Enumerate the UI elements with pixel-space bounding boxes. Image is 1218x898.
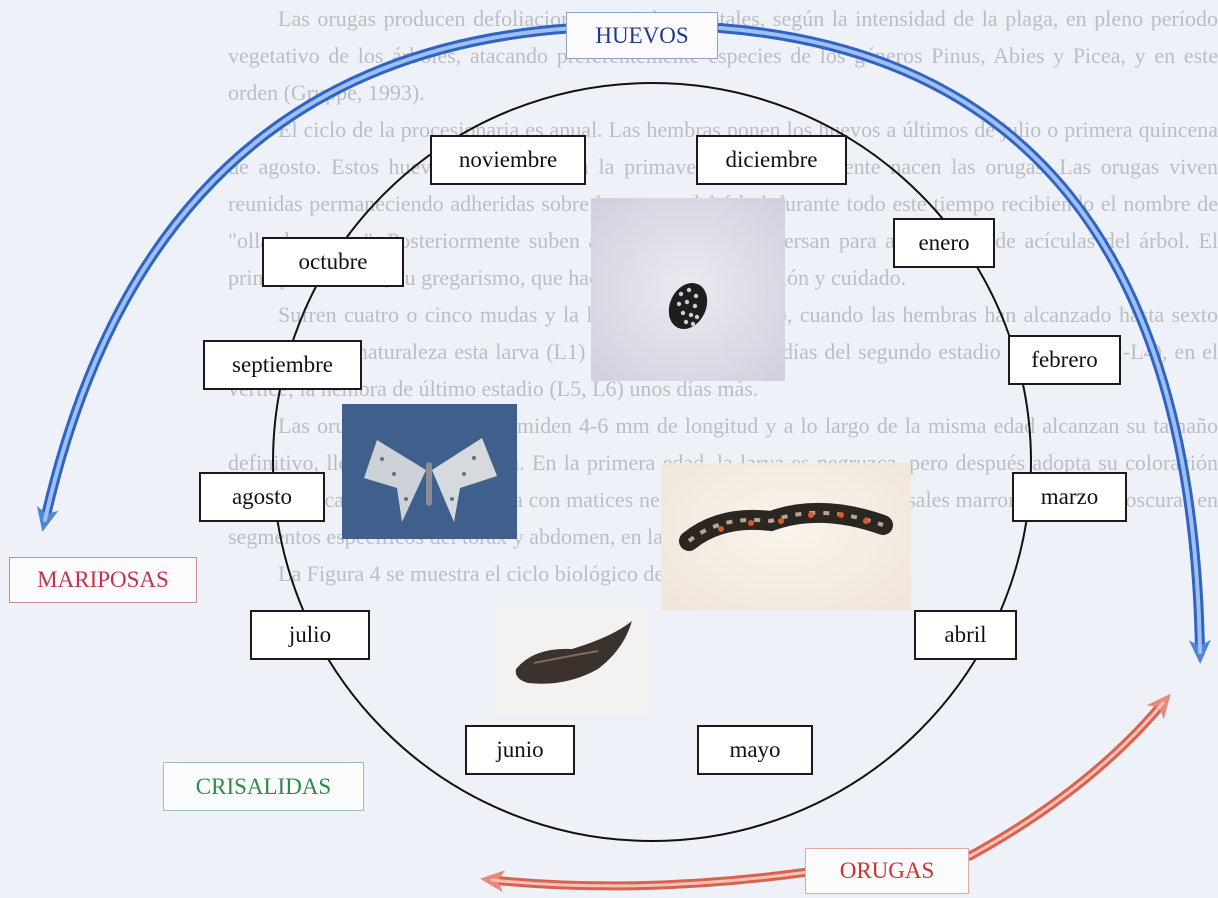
stage-label-eggs: HUEVOS <box>566 12 718 59</box>
stage-label-butterflies: MARIPOSAS <box>9 557 197 603</box>
month-box-february: febrero <box>1008 335 1121 385</box>
caterpillar-photo <box>661 463 911 610</box>
stage-label-chrysalises: CRISALIDAS <box>163 762 364 811</box>
month-box-april: abril <box>914 610 1017 660</box>
moth-icon <box>342 404 517 539</box>
egg-cluster-photo <box>591 198 785 381</box>
month-box-january: enero <box>893 218 995 268</box>
stage-label-caterpillars: ORUGAS <box>805 848 969 894</box>
month-box-december: diciembre <box>696 135 847 185</box>
month-box-may: mayo <box>697 725 813 775</box>
month-box-march: marzo <box>1012 472 1127 522</box>
egg-cluster-icon <box>591 198 785 381</box>
chrysalis-photo <box>494 607 650 715</box>
month-box-november: noviembre <box>430 135 586 185</box>
caterpillar-icon <box>661 463 911 610</box>
month-box-september: septiembre <box>203 340 362 390</box>
month-box-july: julio <box>250 610 370 660</box>
month-box-october: octubre <box>262 237 404 287</box>
chrysalis-icon <box>494 607 650 715</box>
month-box-august: agosto <box>199 472 325 522</box>
moths-photo <box>342 404 517 539</box>
month-box-june: junio <box>465 725 575 775</box>
caterpillars-arrow-right <box>970 703 1163 856</box>
